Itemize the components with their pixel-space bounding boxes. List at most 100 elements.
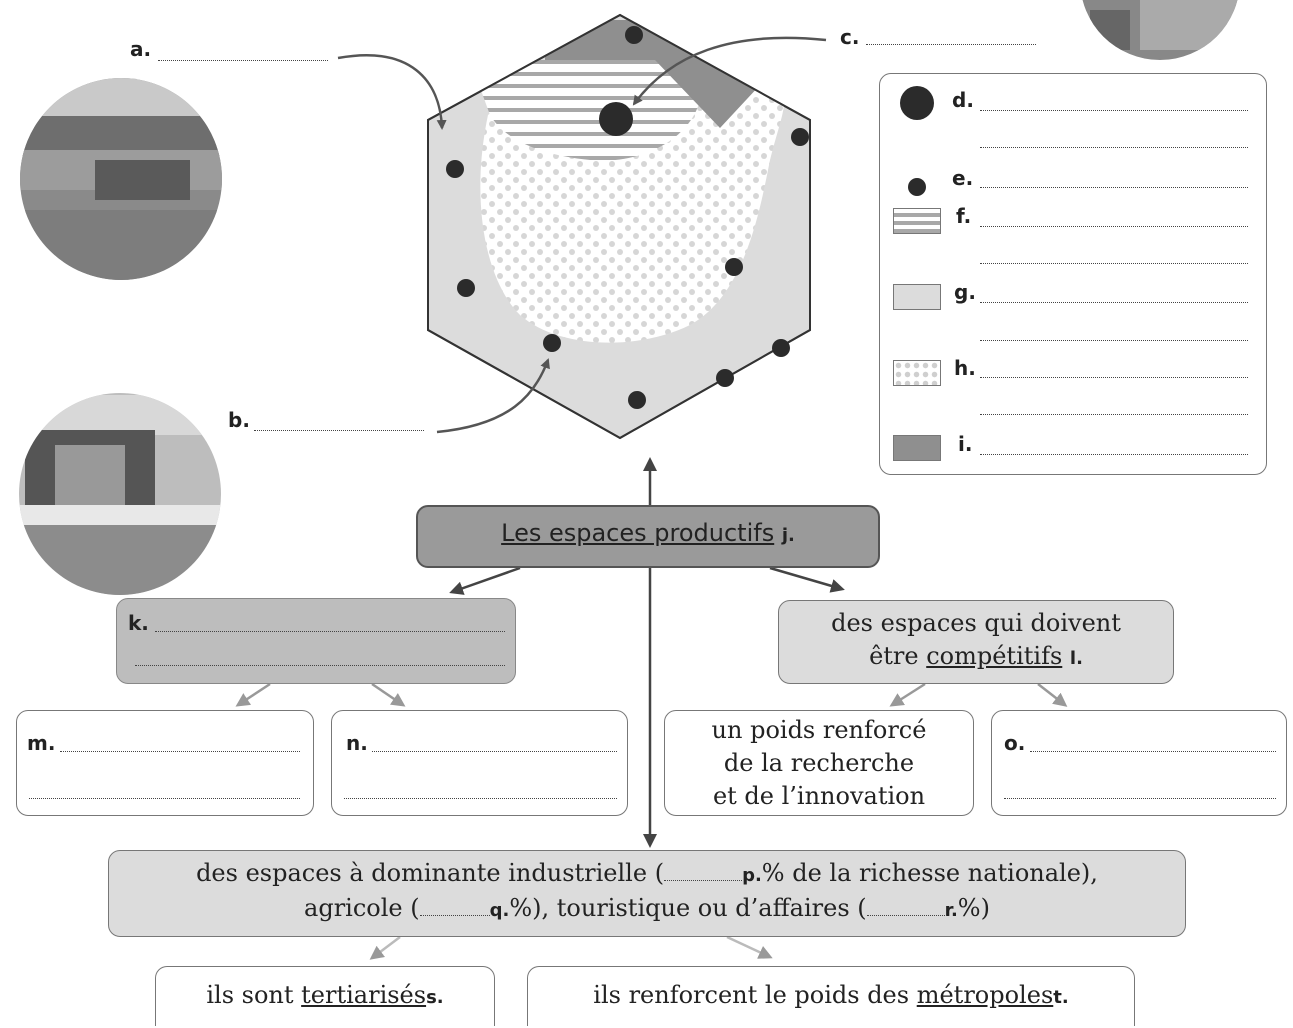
answer-line-g2[interactable] — [980, 340, 1248, 341]
box-t: ils renforcent le poids des métropolest. — [527, 966, 1135, 1026]
arrow-l-recherche — [889, 682, 926, 707]
box-t-prefix: ils renforcent le poids des — [593, 981, 917, 1009]
legend-symbol-g — [893, 284, 941, 310]
photo-airbus — [19, 393, 221, 595]
label-o: o. — [1004, 731, 1026, 755]
label-t: t. — [1053, 987, 1069, 1008]
label-p: p. — [742, 865, 762, 886]
arrow-c — [632, 36, 827, 106]
arrow-b — [436, 358, 550, 434]
label-e: e. — [952, 166, 974, 190]
box-l-competitifs: compétitifs — [926, 642, 1063, 670]
label-j: j. — [781, 525, 795, 546]
label-k: k. — [128, 611, 149, 635]
city-dot — [791, 128, 809, 146]
city-dot — [625, 26, 643, 44]
label-q: q. — [489, 900, 510, 921]
box-s: ils sont tertiariséss. — [155, 966, 495, 1026]
recherche-line3: et de l’innovation — [712, 782, 926, 810]
metropole-dot — [599, 102, 633, 136]
answer-line-h1[interactable] — [980, 377, 1248, 378]
answer-line-i[interactable] — [980, 454, 1248, 455]
bottom-line1-end: % de la richesse nationale), — [761, 859, 1098, 887]
arrow-k-n — [371, 682, 406, 707]
answer-line-n2[interactable] — [344, 798, 617, 799]
label-n: n. — [346, 731, 368, 755]
arrow-to-t — [726, 935, 773, 959]
answer-line-p[interactable] — [664, 880, 743, 881]
city-dot — [543, 334, 561, 352]
arrow-k-m — [235, 682, 271, 707]
box-t-metropoles: métropoles — [916, 981, 1054, 1009]
box-recherche: un poids renforcé de la recherche et de … — [664, 710, 974, 816]
photo-countryside — [20, 78, 222, 280]
bottom-line1-start: des espaces à dominante industrielle ( — [196, 859, 665, 887]
label-i: i. — [958, 432, 973, 456]
box-k: k. — [116, 598, 516, 684]
label-s: s. — [426, 987, 444, 1008]
central-title: Les espaces productifs — [501, 519, 775, 547]
arrow-to-k — [449, 566, 521, 595]
arrow-a — [337, 54, 447, 130]
box-l-line1: des espaces qui doivent — [831, 609, 1121, 637]
label-m: m. — [27, 731, 56, 755]
answer-line-m1[interactable] — [60, 751, 300, 752]
arrow-l-o — [1037, 683, 1068, 707]
city-dot — [772, 339, 790, 357]
label-d: d. — [952, 88, 974, 112]
arrow-to-l — [769, 566, 845, 593]
answer-line-o2[interactable] — [1004, 798, 1276, 799]
city-dot — [628, 391, 646, 409]
answer-line-d2[interactable] — [980, 147, 1248, 148]
bottom-line2-start: agricole ( — [304, 894, 420, 922]
answer-line-a[interactable] — [158, 60, 328, 61]
answer-line-h2[interactable] — [980, 414, 1248, 415]
label-r: r. — [944, 900, 958, 921]
city-dot — [716, 369, 734, 387]
legend-symbol-h — [893, 360, 941, 386]
answer-line-q[interactable] — [419, 915, 490, 916]
label-b: b. — [228, 408, 250, 432]
answer-line-m2[interactable] — [29, 798, 300, 799]
legend-symbol-e — [908, 178, 926, 196]
box-m: m. — [16, 710, 314, 816]
legend-symbol-i — [893, 435, 941, 461]
answer-line-k2[interactable] — [135, 665, 505, 666]
answer-line-r[interactable] — [866, 915, 945, 916]
answer-line-d1[interactable] — [980, 110, 1248, 111]
legend-symbol-f — [893, 208, 941, 234]
answer-line-f1[interactable] — [980, 226, 1248, 227]
answer-line-e[interactable] — [980, 187, 1248, 188]
box-bottom: des espaces à dominante industrielle ( p.… — [108, 850, 1186, 937]
bottom-line2-mid: %), touristique ou d’affaires ( — [509, 894, 867, 922]
recherche-line1: un poids renforcé — [711, 716, 927, 744]
legend-panel: d. e. f. g. h. i. — [879, 73, 1267, 475]
box-o: o. — [991, 710, 1287, 816]
answer-line-o1[interactable] — [1030, 751, 1276, 752]
box-l-line2-prefix: être — [869, 642, 927, 670]
central-box: Les espaces productifs j. — [416, 505, 880, 568]
label-a: a. — [130, 37, 152, 61]
city-dot — [725, 258, 743, 276]
answer-line-g1[interactable] — [980, 302, 1248, 303]
city-dot — [446, 160, 464, 178]
label-h: h. — [954, 356, 976, 380]
arrow-to-s — [369, 936, 401, 960]
answer-line-n1[interactable] — [372, 751, 617, 752]
photo-stadium — [1080, 0, 1240, 60]
answer-line-k1[interactable] — [155, 631, 505, 632]
label-f: f. — [956, 204, 972, 228]
box-l: des espaces qui doivent être compétitifs… — [778, 600, 1174, 684]
answer-line-b[interactable] — [254, 430, 424, 431]
answer-line-c[interactable] — [866, 44, 1036, 45]
legend-symbol-d — [900, 86, 934, 120]
striped-zone — [470, 60, 700, 161]
city-dot — [457, 279, 475, 297]
recherche-line2: de la recherche — [723, 749, 915, 777]
label-c: c. — [840, 25, 860, 49]
box-s-prefix: ils sont — [206, 981, 302, 1009]
answer-line-f2[interactable] — [980, 263, 1248, 264]
box-s-tertiarises: tertiarisés — [301, 981, 427, 1009]
bottom-line2-end: %) — [957, 894, 990, 922]
